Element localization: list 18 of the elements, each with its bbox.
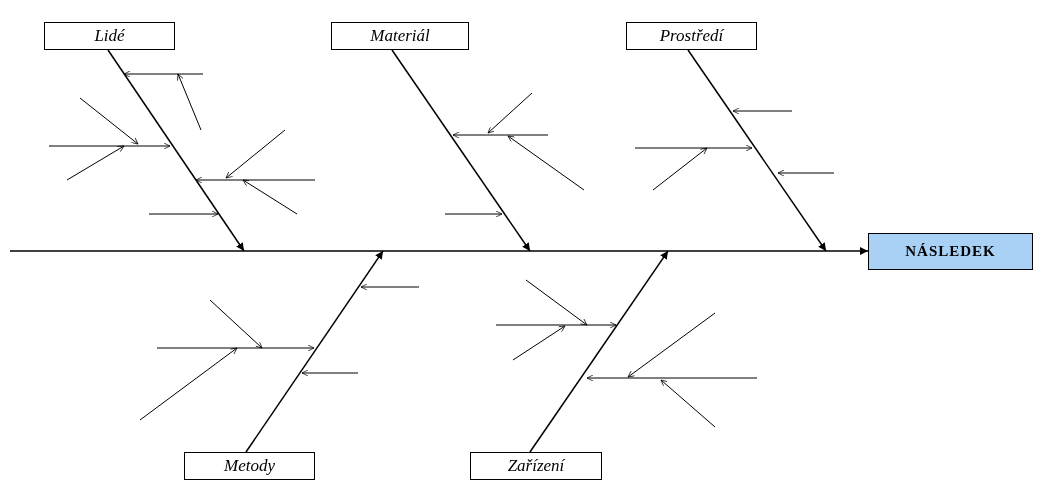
category-label: Lidé [94,26,125,46]
bone-arrow [687,49,827,252]
category-label: Prostředí [659,26,724,46]
category-box [331,22,469,50]
category-label: Materiál [370,26,430,46]
bone-arrow [529,250,669,453]
effect-box [868,233,1033,270]
category-label: Zařízení [507,456,565,476]
category-box [184,452,315,480]
category-box [470,452,602,480]
category-box [44,22,175,50]
category-label: Metody [224,456,275,476]
bone-arrow [245,250,384,453]
effect-label: NÁSLEDEK [905,243,996,260]
bone-arrow [391,49,531,252]
category-box [626,22,757,50]
spine-arrow [9,247,869,255]
bone-arrow [107,49,245,252]
